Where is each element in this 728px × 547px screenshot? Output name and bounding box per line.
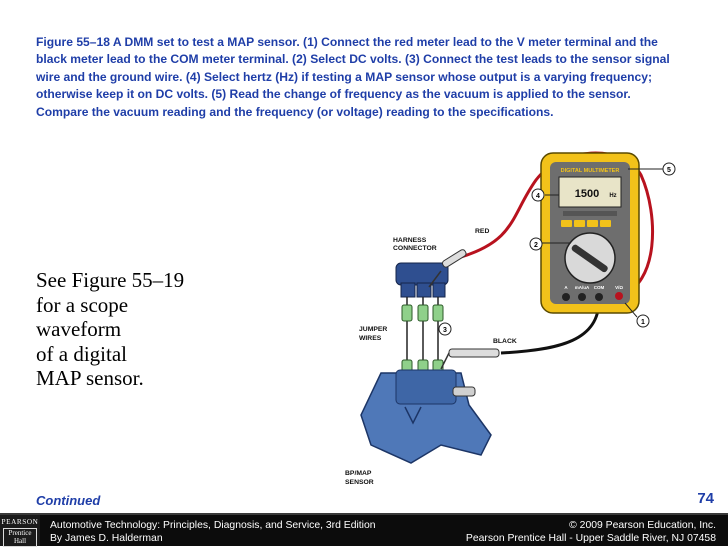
footer-publisher-address: Pearson Prentice Hall - Upper Saddle Riv… [465,533,716,544]
continued-label: Continued [36,493,101,508]
jumper-label: JUMPER [359,326,387,333]
black-test-probe [440,348,500,370]
jack-label: A [564,285,568,290]
meter-button[interactable] [574,220,585,227]
meter-bar-graph [563,211,617,216]
side-note-line: MAP sensor. [36,366,144,390]
jack-label: COM [594,285,605,290]
publisher-logo: PEARSON Prentice Hall [0,515,40,547]
svg-text:1: 1 [641,319,645,326]
svg-text:2: 2 [534,242,538,249]
footer-author: By James D. Halderman [50,533,163,544]
page-number: 74 [697,490,714,507]
side-note: See Figure 55–19 for a scope waveform of… [36,268,236,391]
logo-prentice-hall: Prentice Hall [3,528,37,547]
footer-copyright: © 2009 Pearson Education, Inc. Pearson P… [466,519,716,545]
side-note-line: of a digital [36,341,127,366]
logo-hall: Hall [13,536,27,545]
footer-book-info: Automotive Technology: Principles, Diagn… [50,519,376,545]
jack-label: mA/uA [575,285,590,290]
svg-text:3: 3 [443,327,447,334]
callout-1: 1 [624,302,650,328]
figure-dmm-map-sensor: DIGITAL MULTIMETER 1500 Hz A mA/uA COM V… [341,145,688,490]
side-note-line: See Figure 55–19 [36,268,185,292]
figure-illustration: DIGITAL MULTIMETER 1500 Hz A mA/uA COM V… [345,151,676,486]
black-lead-label: BLACK [493,338,517,345]
svg-text:5: 5 [667,167,671,174]
jack-com[interactable] [595,293,603,301]
jumper-wires [401,297,444,379]
bp-map-sensor [360,369,492,464]
footer-copyright-line: © 2009 Pearson Education, Inc. [569,520,716,531]
harness-label: CONNECTOR [393,245,437,252]
side-note-line: for a scope [36,292,129,317]
meter-reading: 1500 [575,188,599,200]
logo-pearson: PEARSON [1,518,39,526]
dial-pointer [571,244,608,273]
jack-a[interactable] [562,293,570,301]
callout-2: 2 [529,237,571,251]
sensor-label: SENSOR [345,479,374,486]
callout-3: 3 [438,322,452,336]
callout-4: 4 [531,188,559,202]
logo-prentice: Prentice [8,529,32,537]
callout-5: 5 [628,162,676,176]
meter-button[interactable] [561,220,572,227]
jack-label: V/Ω [615,285,623,290]
figure-caption: Figure 55–18 A DMM set to test a MAP sen… [36,35,670,119]
red-lead-label: RED [475,228,489,235]
meter-button[interactable] [600,220,611,227]
meter-button[interactable] [587,220,598,227]
side-note-line: waveform [36,317,122,341]
meter-lcd [558,176,622,208]
svg-text:4: 4 [536,193,540,200]
footer-book-title: Automotive Technology: Principles, Diagn… [50,520,376,531]
jumper-label: WIRES [359,335,382,342]
jack-ma[interactable] [578,293,586,301]
jack-v-ohm[interactable] [615,292,623,300]
meter-title: DIGITAL MULTIMETER [561,168,620,174]
harness-connector [395,262,449,298]
meter-unit: Hz [609,193,616,199]
red-test-probe [428,249,467,288]
footer-bar: PEARSON Prentice Hall Automotive Technol… [0,515,728,547]
harness-label: HARNESS [393,237,427,244]
footer-divider [0,513,728,515]
sensor-label: BP/MAP [345,470,372,477]
